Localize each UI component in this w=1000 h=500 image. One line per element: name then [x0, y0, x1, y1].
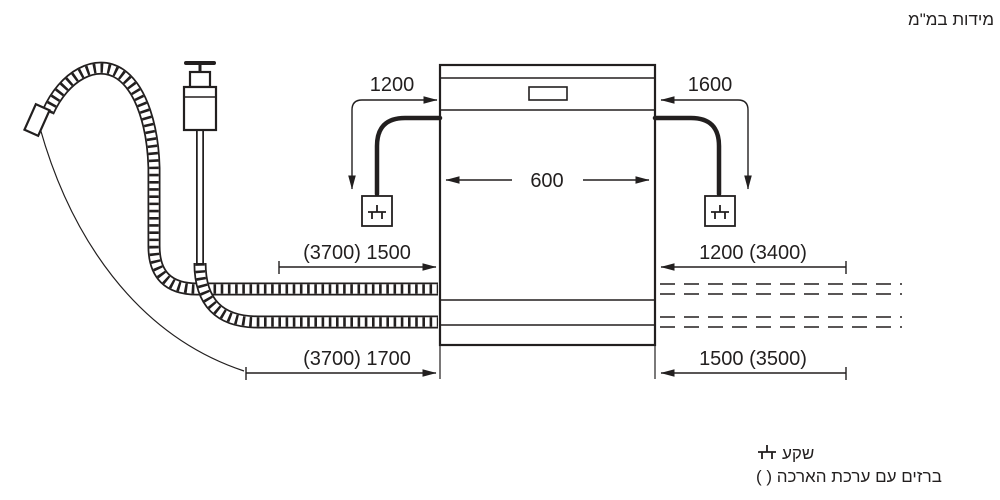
- dimension-hose-right-lower: 1500 (3500): [660, 348, 847, 380]
- page-title: מידות במ"מ: [908, 10, 994, 29]
- socket-box: [361, 195, 393, 227]
- width-label: 600: [530, 170, 563, 192]
- drain-hose: [23, 68, 438, 289]
- drain-hose-end-fitting: [23, 102, 51, 138]
- tap-icon: [182, 61, 218, 132]
- dimension-appliance-width: 600: [445, 170, 650, 192]
- display-panel: [528, 86, 568, 101]
- cord-left-dim-line: [348, 96, 438, 190]
- legend-socket-label: שקע: [782, 444, 814, 463]
- socket-box: [704, 195, 736, 227]
- hose-right-lower-label: 1500 (3500): [699, 348, 807, 370]
- socket-glyph: [711, 205, 729, 219]
- hose-left-lower-label: (3700) 1700: [303, 348, 411, 370]
- power-socket-left-icon: [361, 195, 393, 227]
- dimension-hose-right-upper: 1200 (3400): [660, 242, 847, 274]
- tap-valve-body: [188, 70, 212, 89]
- dishwasher-outline: [438, 63, 657, 379]
- inlet-hose: [182, 61, 438, 322]
- dimension-cord-left: 1200: [348, 74, 438, 190]
- drain-hose-leader-line: [39, 127, 245, 372]
- dishwasher-body: [438, 63, 657, 347]
- legend: שקע ( ) ברזים עם ערכת הארכה: [756, 444, 942, 486]
- power-socket-right-icon: [704, 195, 736, 227]
- dimension-cord-right: 1600: [660, 74, 752, 190]
- dimension-hose-left-lower: (3700) 1700: [245, 348, 437, 380]
- power-cord-left: [374, 115, 443, 197]
- hose-continuation-dashes: [660, 283, 902, 328]
- dimension-hose-left-upper: (3700) 1500: [278, 242, 437, 274]
- power-cord-right: [652, 115, 722, 197]
- legend-extension-note: ( ) ברזים עם ערכת הארכה: [756, 467, 942, 486]
- socket-legend-icon: [758, 445, 776, 459]
- cord-right-label: 1600: [688, 74, 733, 96]
- socket-glyph: [758, 445, 776, 459]
- hose-left-upper-label: (3700) 1500: [303, 242, 411, 264]
- cord-right-dim-line: [660, 96, 752, 190]
- socket-glyph: [368, 205, 386, 219]
- cord-left-label: 1200: [370, 74, 415, 96]
- aquastop-box: [182, 85, 218, 132]
- hose-right-upper-label: 1200 (3400): [699, 242, 807, 264]
